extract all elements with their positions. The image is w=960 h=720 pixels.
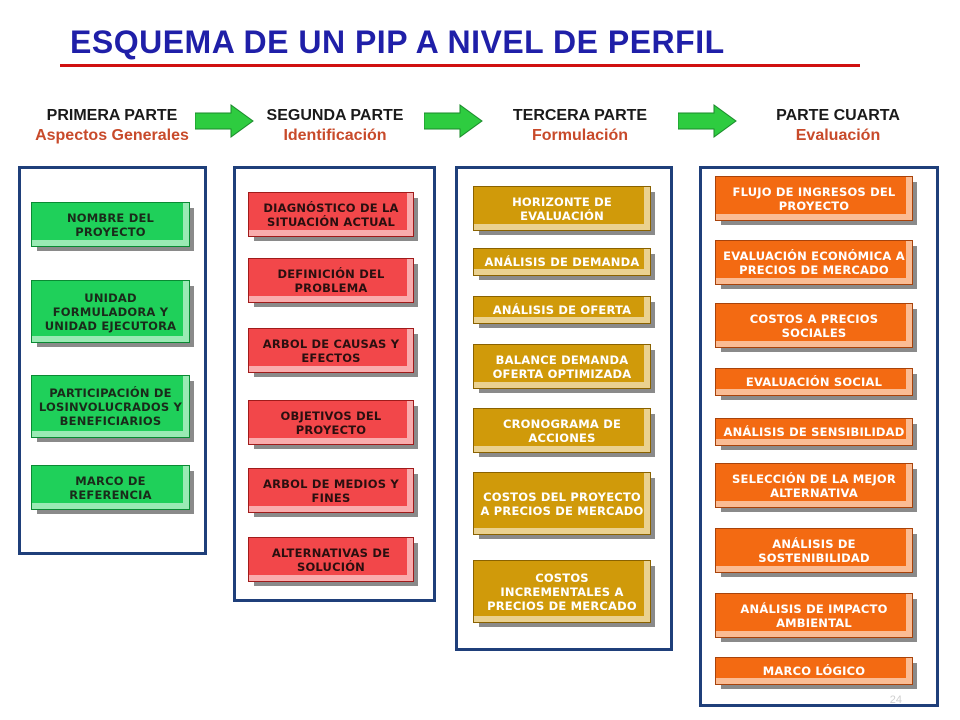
step-box: EVALUACIÓN ECONÓMICA A PRECIOS DE MERCAD… bbox=[715, 240, 917, 289]
step-box: HORIZONTE DE EVALUACIÓN bbox=[473, 186, 655, 235]
part-1-heading: PRIMERA PARTE bbox=[46, 107, 178, 124]
page-title: ESQUEMA DE UN PIP A NIVEL DE PERFIL bbox=[70, 24, 725, 60]
part-3-heading: TERCERA PARTE bbox=[512, 107, 648, 124]
step-box: NOMBRE DEL PROYECTO bbox=[31, 202, 194, 251]
step-label: ANÁLISIS DE SOSTENIBILIDAD bbox=[758, 536, 870, 565]
step-box: ANÁLISIS DE DEMANDA bbox=[473, 248, 655, 280]
step-label: ANÁLISIS DE OFERTA bbox=[492, 303, 632, 317]
heading-part-4: PARTE CUARTA Evaluación bbox=[738, 106, 938, 146]
step-box: ANÁLISIS DE SENSIBILIDAD bbox=[715, 418, 917, 450]
step-label: DEFINICIÓN DEL PROBLEMA bbox=[277, 266, 385, 295]
step-box: PARTICIPACIÓN DE LOSINVOLUCRADOS Y BENEF… bbox=[31, 375, 194, 442]
step-box: ALTERNATIVAS DE SOLUCIÓN bbox=[248, 537, 418, 586]
step-label: ANÁLISIS DE IMPACTO AMBIENTAL bbox=[740, 601, 888, 630]
step-label: ANÁLISIS DE SENSIBILIDAD bbox=[723, 425, 905, 439]
step-box: COSTOS DEL PROYECTO A PRECIOS DE MERCADO bbox=[473, 472, 655, 539]
step-label: ARBOL DE CAUSAS Y EFECTOS bbox=[262, 336, 400, 365]
step-box: EVALUACIÓN SOCIAL bbox=[715, 368, 917, 400]
heading-part-1: PRIMERA PARTE Aspectos Generales bbox=[12, 106, 212, 146]
step-box: MARCO DE REFERENCIA bbox=[31, 465, 194, 514]
step-label: ALTERNATIVAS DE SOLUCIÓN bbox=[271, 545, 391, 574]
step-box: OBJETIVOS DEL PROYECTO bbox=[248, 400, 418, 449]
step-box: COSTOS A PRECIOS SOCIALES bbox=[715, 303, 917, 352]
step-box: MARCO LÓGICO bbox=[715, 657, 917, 689]
step-box: CRONOGRAMA DE ACCIONES bbox=[473, 408, 655, 457]
step-label: MARCO DE REFERENCIA bbox=[69, 473, 152, 502]
step-label: HORIZONTE DE EVALUACIÓN bbox=[512, 194, 612, 223]
step-box: UNIDAD FORMULADORA Y UNIDAD EJECUTORA bbox=[31, 280, 194, 347]
step-label: COSTOS INCREMENTALES A PRECIOS DE MERCAD… bbox=[487, 570, 637, 613]
step-label: ARBOL DE MEDIOS Y FINES bbox=[263, 476, 399, 505]
page-number: 24 bbox=[889, 694, 902, 706]
step-label: EVALUACIÓN ECONÓMICA A PRECIOS DE MERCAD… bbox=[723, 248, 905, 277]
step-box: DIAGNÓSTICO DE LA SITUACIÓN ACTUAL bbox=[248, 192, 418, 241]
step-box: ANÁLISIS DE SOSTENIBILIDAD bbox=[715, 528, 917, 577]
step-box: ANÁLISIS DE OFERTA bbox=[473, 296, 655, 328]
step-label: DIAGNÓSTICO DE LA SITUACIÓN ACTUAL bbox=[263, 200, 399, 229]
step-box: BALANCE DEMANDA OFERTA OPTIMIZADA bbox=[473, 344, 655, 393]
step-box: ARBOL DE MEDIOS Y FINES bbox=[248, 468, 418, 517]
step-label: MARCO LÓGICO bbox=[762, 664, 866, 678]
part-3-subheading: Formulación bbox=[531, 127, 628, 144]
step-box: SELECCIÓN DE LA MEJOR ALTERNATIVA bbox=[715, 463, 917, 512]
arrow-right-icon bbox=[678, 104, 737, 138]
step-box: ARBOL DE CAUSAS Y EFECTOS bbox=[248, 328, 418, 377]
arrow-right-icon bbox=[424, 104, 483, 138]
step-label: PARTICIPACIÓN DE LOSINVOLUCRADOS Y BENEF… bbox=[38, 385, 183, 428]
step-label: COSTOS DEL PROYECTO A PRECIOS DE MERCADO bbox=[480, 489, 644, 518]
heading-part-2: SEGUNDA PARTE Identificación bbox=[240, 106, 430, 146]
step-label: NOMBRE DEL PROYECTO bbox=[66, 210, 155, 239]
step-label: EVALUACIÓN SOCIAL bbox=[745, 375, 883, 389]
arrow-right-icon bbox=[195, 104, 254, 138]
step-label: COSTOS A PRECIOS SOCIALES bbox=[749, 311, 879, 340]
step-label: CRONOGRAMA DE ACCIONES bbox=[502, 416, 621, 445]
part-1-subheading: Aspectos Generales bbox=[35, 127, 189, 144]
step-box: FLUJO DE INGRESOS DEL PROYECTO bbox=[715, 176, 917, 225]
part-2-subheading: Identificación bbox=[283, 127, 387, 144]
step-box: DEFINICIÓN DEL PROBLEMA bbox=[248, 258, 418, 307]
heading-part-3: TERCERA PARTE Formulación bbox=[480, 106, 680, 146]
step-label: OBJETIVOS DEL PROYECTO bbox=[280, 408, 382, 437]
step-label: FLUJO DE INGRESOS DEL PROYECTO bbox=[732, 184, 896, 213]
step-box: ANÁLISIS DE IMPACTO AMBIENTAL bbox=[715, 593, 917, 642]
part-2-heading: SEGUNDA PARTE bbox=[266, 107, 404, 124]
part-4-subheading: Evaluación bbox=[795, 127, 881, 144]
step-label: ANÁLISIS DE DEMANDA bbox=[484, 255, 640, 269]
step-label: SELECCIÓN DE LA MEJOR ALTERNATIVA bbox=[732, 471, 896, 500]
step-label: UNIDAD FORMULADORA Y UNIDAD EJECUTORA bbox=[44, 290, 177, 333]
step-box: COSTOS INCREMENTALES A PRECIOS DE MERCAD… bbox=[473, 560, 655, 627]
title-underline bbox=[60, 64, 860, 67]
step-label: BALANCE DEMANDA OFERTA OPTIMIZADA bbox=[492, 352, 632, 381]
part-4-heading: PARTE CUARTA bbox=[776, 107, 900, 124]
